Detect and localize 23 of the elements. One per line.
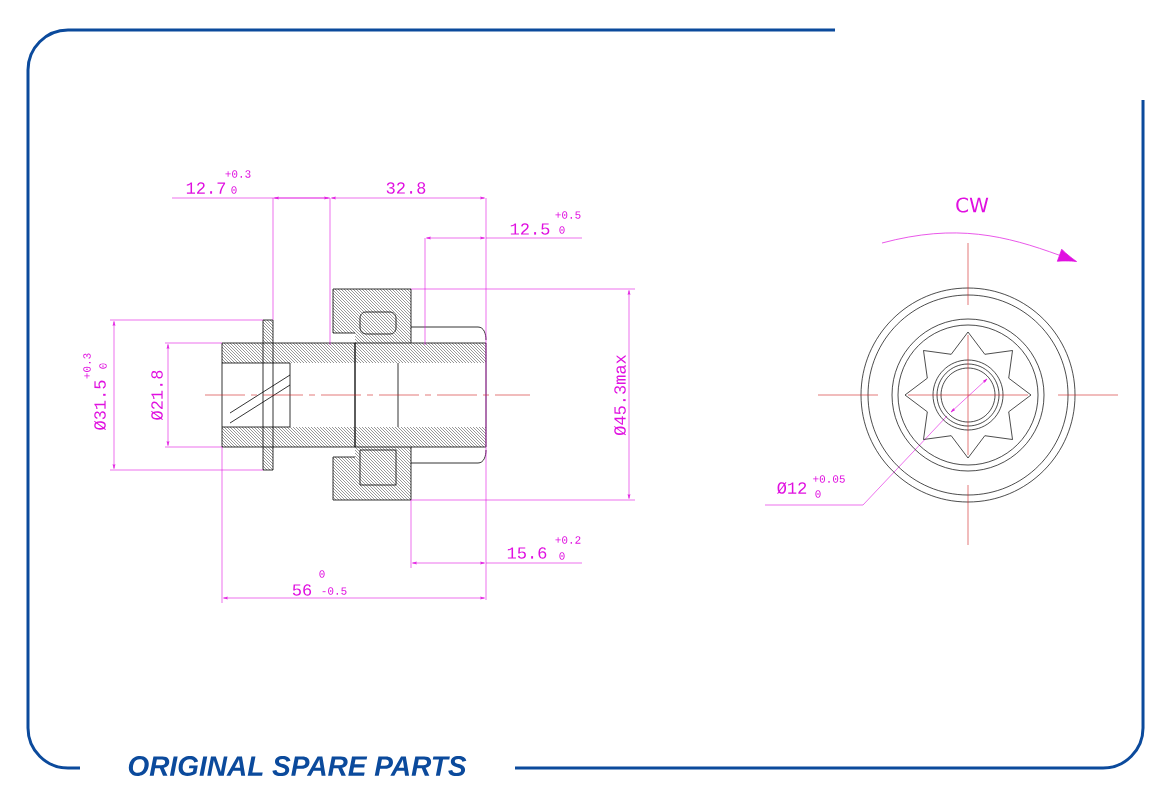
tolerance-text: 0 <box>815 490 821 498</box>
tolerance-text: +0.3 <box>83 353 91 379</box>
dimension-text: 12.7 <box>186 182 226 194</box>
tolerance-text: 0 <box>559 552 565 560</box>
dimension-text: Ø21.8 <box>151 370 163 421</box>
tolerance-text: 0 <box>231 186 237 194</box>
dimension-text: 15.6 <box>507 547 547 559</box>
tolerance-text: 0 <box>319 570 325 578</box>
tolerance-text: 0 <box>559 226 565 234</box>
dimension-text: Ø45.3max <box>614 355 626 436</box>
slogan-text: ORIGINAL SPARE PARTS <box>128 756 467 776</box>
dimension-text: 12.5 <box>510 223 550 235</box>
dimension-text: Ø31.5 <box>94 380 106 431</box>
tolerance-text: +0.05 <box>813 475 845 483</box>
dimension-text: Ø12 <box>777 482 807 494</box>
tolerance-text: 0 <box>99 363 107 369</box>
dimension-text: 32.8 <box>386 182 426 194</box>
tolerance-text: -0.5 <box>322 587 347 595</box>
tolerance-text: +0.3 <box>225 170 251 178</box>
rotation-label: CW <box>956 197 989 213</box>
tolerance-text: +0.2 <box>555 536 581 544</box>
dimension-text: 56 <box>292 584 312 596</box>
tolerance-text: +0.5 <box>555 211 581 219</box>
